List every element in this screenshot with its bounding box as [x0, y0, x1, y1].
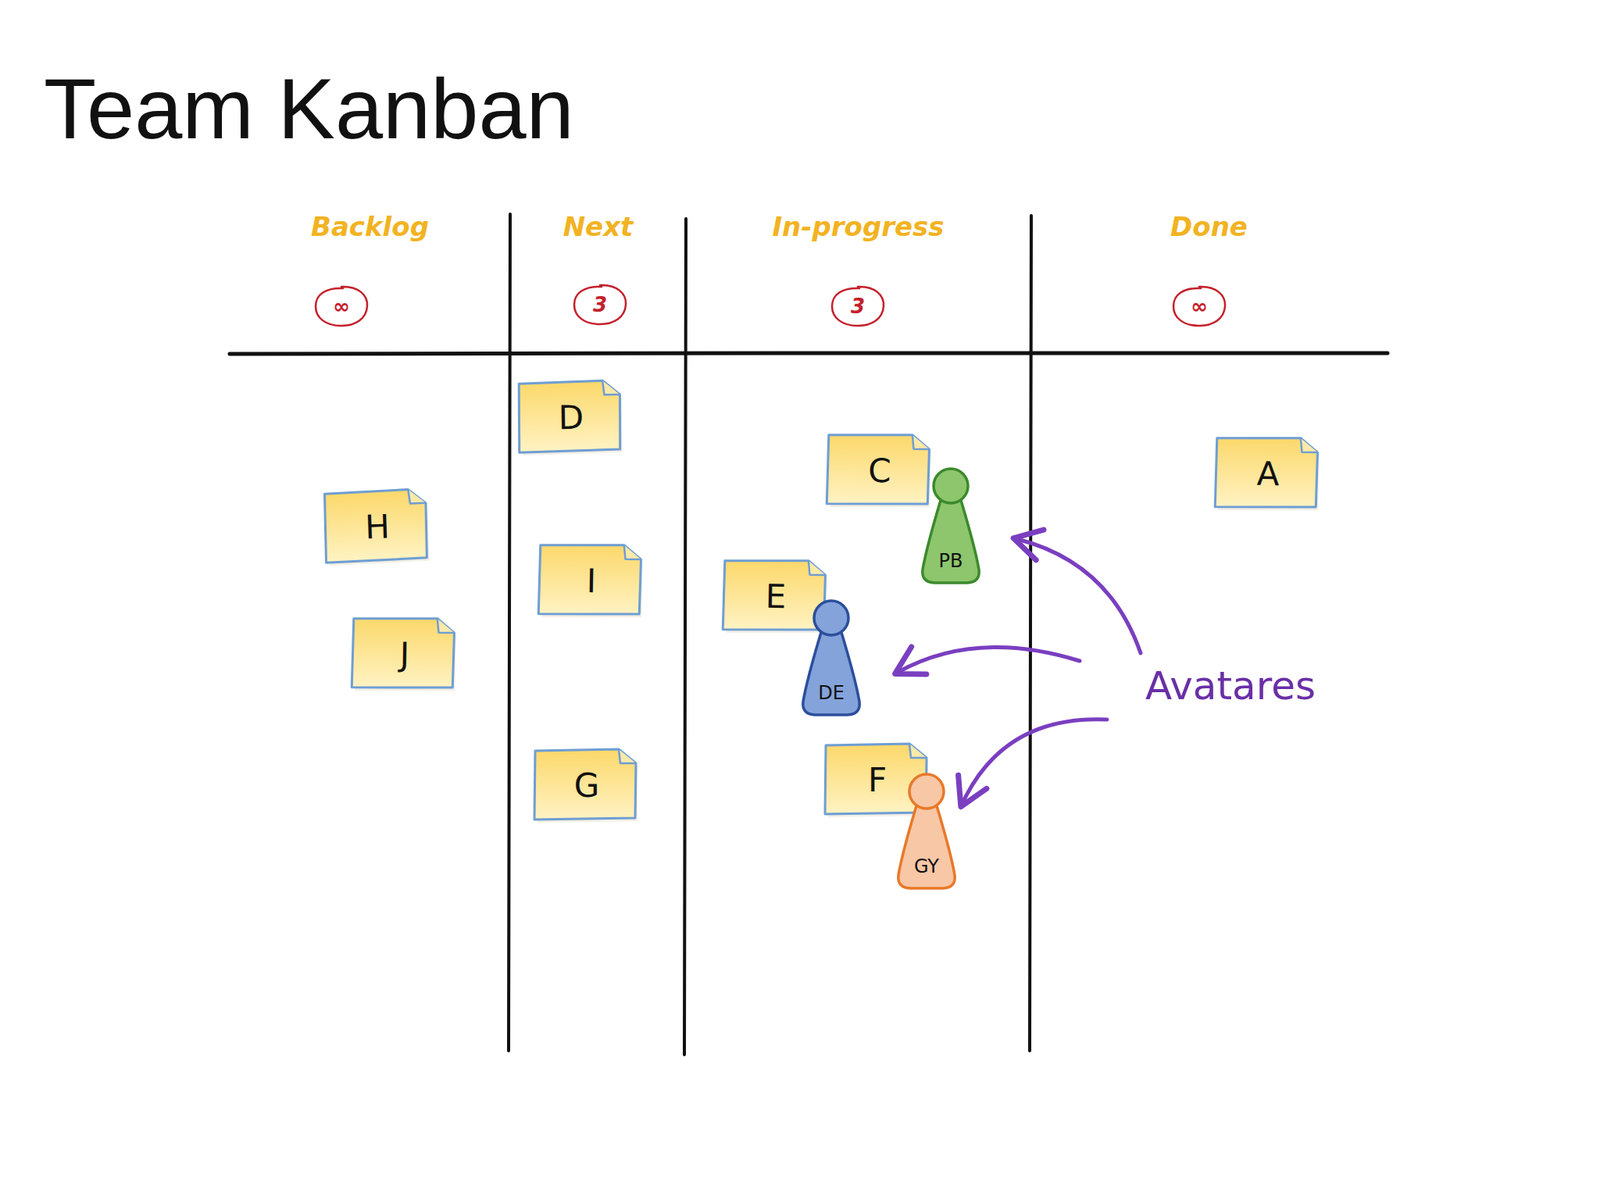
column-heading: Backlog — [229, 203, 511, 250]
note-fold — [807, 560, 825, 575]
wip-number: 3 — [571, 282, 629, 327]
wip-number: 3 — [829, 284, 886, 329]
sticky-note: C — [825, 432, 935, 511]
pawn-head — [814, 600, 849, 636]
note-fold — [623, 545, 641, 560]
header-line — [229, 353, 1388, 354]
column-line — [684, 218, 686, 1055]
avatar-pawn: GY — [894, 771, 959, 891]
note-fold — [911, 435, 929, 450]
avatar-pawn: DE — [799, 598, 864, 718]
note-fold — [1300, 438, 1318, 453]
wip-limit: 3 — [829, 284, 886, 329]
kanban-column: Next 3D I G — [510, 203, 686, 1051]
note-letter: H — [321, 487, 433, 568]
wip-limit: ∞ — [1171, 284, 1228, 329]
column-heading: Next — [510, 203, 686, 250]
callout-label: Avatares — [1145, 660, 1316, 711]
column-line — [508, 214, 511, 1051]
sticky-note: G — [532, 747, 641, 825]
column-heading: Done — [1030, 203, 1388, 250]
column-heading: In-progress — [685, 203, 1031, 250]
avatar-pawn: PB — [918, 466, 983, 586]
note-letter: C — [825, 432, 935, 511]
note-fold — [436, 618, 454, 633]
sticky-note: A — [1213, 435, 1323, 514]
note-fold — [602, 380, 620, 395]
note-letter: G — [532, 747, 641, 825]
note-letter: J — [350, 615, 460, 694]
avatar-initials: GY — [894, 853, 959, 880]
wip-limit: ∞ — [313, 284, 370, 329]
leader-arrow — [1017, 539, 1141, 654]
leader-arrow — [962, 719, 1108, 804]
leader-arrow — [898, 646, 1080, 672]
sticky-note: D — [516, 378, 626, 458]
note-fold — [909, 743, 927, 758]
note-letter: D — [516, 378, 626, 458]
note-fold — [407, 489, 426, 504]
wip-number: ∞ — [1171, 284, 1228, 329]
wip-limit: 3 — [571, 282, 629, 327]
avatar-initials: PB — [918, 547, 983, 575]
note-letter: I — [536, 542, 647, 621]
sticky-note: I — [536, 542, 647, 621]
sticky-note: H — [321, 487, 433, 568]
note-fold — [618, 749, 636, 764]
pawn-head — [933, 468, 968, 504]
kanban-column: Done ∞ A — [1030, 203, 1388, 1051]
pawn-head — [909, 774, 944, 809]
kanban-column: In-progress3CPBEDEFGY — [685, 203, 1031, 1051]
page-title: Team Kanban — [43, 57, 575, 160]
note-letter: A — [1213, 435, 1323, 514]
kanban-column: Backlog ∞ HJ — [229, 203, 511, 1051]
avatar-initials: DE — [799, 679, 864, 707]
column-line — [1029, 215, 1032, 1051]
sticky-note: J — [350, 615, 460, 694]
wip-number: ∞ — [313, 284, 370, 329]
